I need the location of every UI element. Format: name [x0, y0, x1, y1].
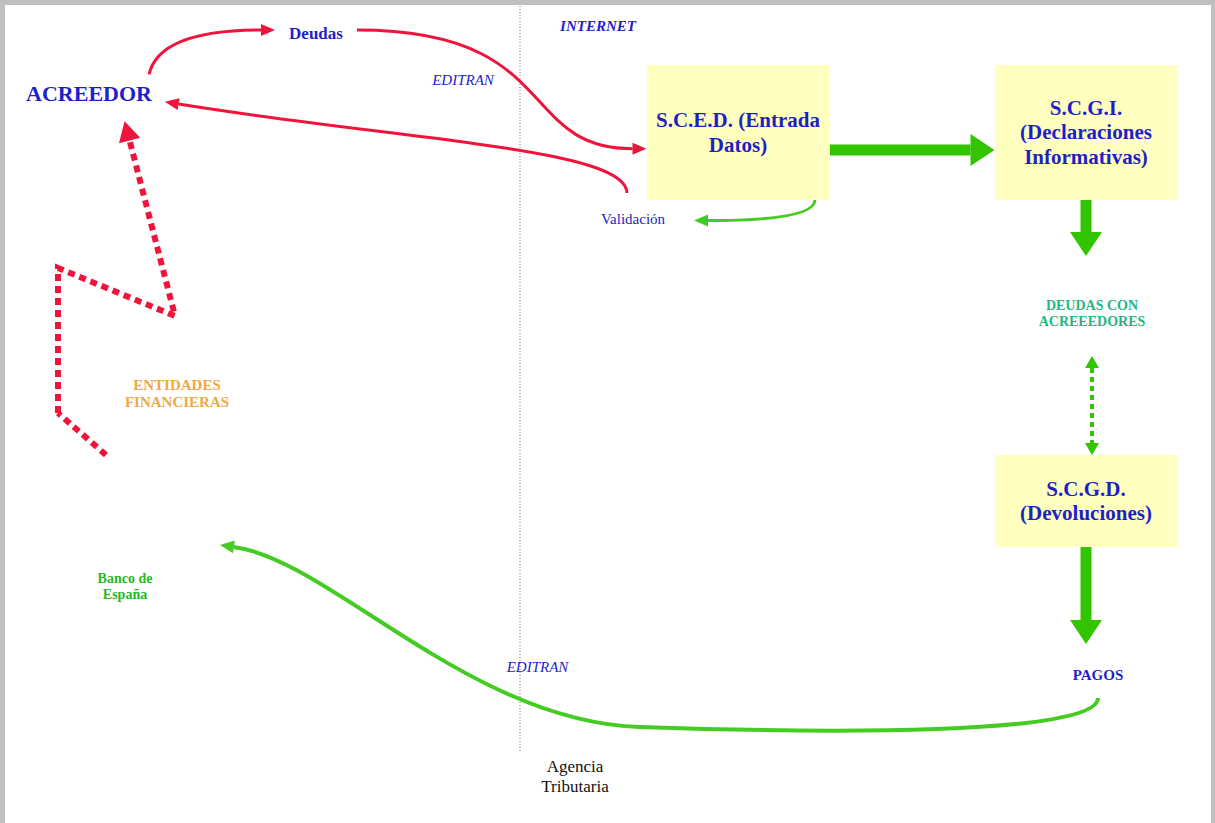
divider-line — [520, 6, 521, 752]
bank-building: ENTIDADES FINANCIERAS — [10, 238, 254, 413]
database-cylinder: DEUDAS CON ACREEEDORES — [1008, 256, 1176, 356]
pediment — [88, 506, 162, 515]
drum-columns — [96, 503, 154, 513]
node-label: ENTIDADES FINANCIERAS — [102, 377, 252, 412]
frame-right — [1211, 0, 1215, 823]
node-label: DEUDAS CON ACREEEDORES — [1027, 298, 1157, 330]
creditor-ellipse: ACREEDOR — [9, 62, 169, 126]
data-cylinder: Validación — [572, 193, 694, 239]
node-label: ACREEDOR — [26, 81, 152, 106]
building-windows — [16, 298, 60, 346]
building-tower — [54, 240, 194, 344]
flow-arrow — [149, 30, 261, 74]
node-label: INTERNET — [560, 18, 636, 35]
building-windows — [56, 242, 192, 342]
flow-arrow — [357, 30, 633, 149]
lantern — [121, 465, 129, 471]
data-cylinder: Deudas — [275, 10, 357, 50]
flow-arrow — [708, 200, 815, 221]
building-entrance — [18, 348, 58, 362]
portico — [106, 521, 144, 567]
windows — [38, 525, 98, 561]
flow-arrow — [830, 145, 971, 156]
cylinder-top — [1009, 257, 1175, 285]
flow-arrow — [1081, 200, 1092, 232]
building-base — [10, 342, 206, 352]
node-label: PAGOS — [1073, 667, 1124, 684]
building-canopy — [160, 336, 210, 340]
node-label: S.C.E.D. (Entrada Datos) — [656, 108, 821, 156]
dome — [98, 470, 152, 503]
process-box: S.C.E.D. (Entrada Datos) — [647, 65, 830, 200]
cylinder-body — [1009, 270, 1175, 355]
node-label: Deudas — [289, 24, 343, 44]
flow-arrow — [58, 141, 175, 414]
flow-arrow — [1090, 368, 1094, 443]
flag-pole — [124, 455, 126, 469]
process-box: S.C.G.D. (Devoluciones) — [995, 455, 1178, 547]
node-label: EDITRAN — [432, 72, 494, 89]
facade — [32, 515, 218, 569]
node-label: Validación — [601, 211, 665, 228]
cloud-fill — [405, 61, 522, 113]
cylinder-top — [1047, 645, 1149, 661]
network-cloud: EDITRAN — [398, 55, 528, 115]
flag — [125, 455, 134, 460]
network-cloud: INTERNET — [528, 2, 668, 52]
network-cloud: EDITRAN — [470, 640, 605, 715]
node-label: S.C.G.D. (Devoluciones) — [1004, 477, 1169, 525]
drum — [94, 501, 156, 515]
building-wing — [14, 296, 62, 348]
cloud-fill — [477, 647, 598, 712]
cylinder-top — [276, 11, 356, 25]
cylinder-body — [1047, 652, 1149, 697]
node-label: EDITRAN — [507, 659, 569, 676]
flow-arrow — [179, 104, 627, 193]
node-label: Banco de España — [80, 571, 170, 603]
ellipse-fill — [11, 64, 168, 125]
frame-left — [0, 0, 5, 823]
region-label-text: Agencia Tributaria — [521, 757, 629, 796]
flow-arrow — [1081, 547, 1092, 620]
cylinder-body — [276, 17, 356, 49]
flow-arrow — [234, 547, 1098, 731]
region-label: Agencia Tributaria — [520, 757, 630, 796]
process-box: S.C.G.I. (Declaraciones Informativas) — [995, 65, 1178, 200]
data-cylinder: PAGOS — [1046, 644, 1150, 698]
node-label: S.C.G.I. (Declaraciones Informativas) — [1004, 96, 1169, 168]
flow-arrow — [58, 413, 106, 455]
windows — [152, 525, 212, 561]
base-line — [30, 566, 220, 569]
cylinder-body — [573, 200, 693, 238]
cloud-fill — [535, 7, 661, 51]
cloud-outline — [470, 640, 605, 715]
central-bank: Banco de España — [30, 455, 220, 605]
frame-top — [0, 0, 1215, 5]
cylinder-top — [573, 194, 693, 208]
